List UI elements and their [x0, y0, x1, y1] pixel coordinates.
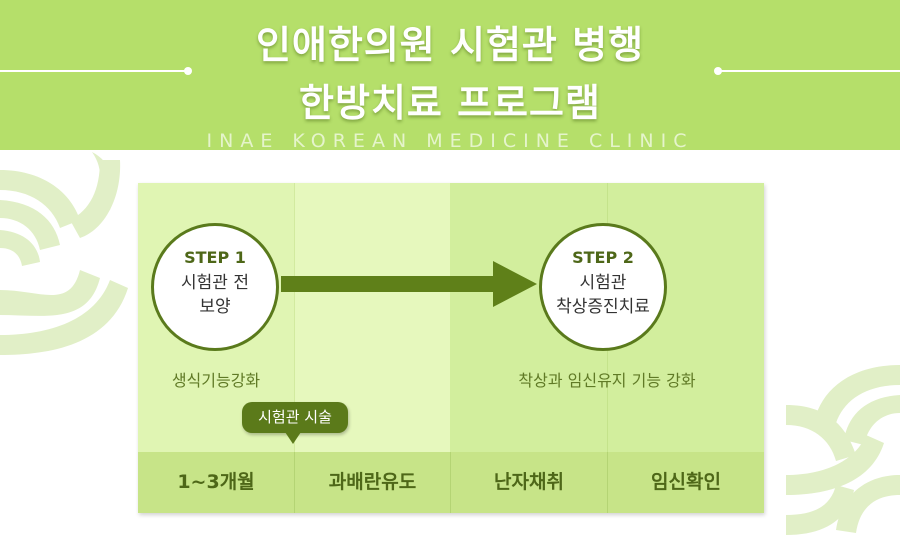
step-2-text-line2: 착상증진치료: [556, 297, 650, 317]
procedure-tooltip: 시험관 시술: [242, 402, 348, 433]
header-banner: 인애한의원 시험관 병행 한방치료 프로그램 INAE KOREAN MEDIC…: [0, 0, 900, 150]
clinic-subtitle: INAE KOREAN MEDICINE CLINIC: [206, 130, 694, 150]
step-1-circle: STEP 1 시험관 전 보양: [151, 223, 279, 351]
swirl-decoration-left: [0, 152, 128, 355]
step-1-label: STEP 1: [184, 248, 246, 267]
timeline-cell-3: 난자채취: [450, 452, 607, 513]
swirl-decoration-right: [786, 365, 900, 535]
page-title-line2: 한방치료 프로그램: [299, 81, 601, 125]
header-rule-left: [0, 70, 188, 72]
step-1-text-line2: 보양: [199, 297, 231, 317]
header-rule-dot-left: [184, 67, 192, 75]
step-2-text-line1: 시험관: [579, 273, 627, 293]
step-1-caption: 생식기능강화: [171, 371, 261, 390]
procedure-tooltip-tail: [285, 432, 301, 444]
treatment-program-panel: STEP 1 시험관 전 보양 STEP 2 시험관 착상증진치료 생식기능강화…: [138, 183, 764, 513]
page-title-line1: 인애한의원 시험관 병행: [255, 23, 645, 67]
timeline-cell-1: 1~3개월: [177, 471, 255, 493]
step-2-label: STEP 2: [572, 248, 634, 267]
header-rule-dot-right: [714, 67, 722, 75]
header-rule-right: [718, 70, 900, 72]
timeline-cell-2: 과배란유도: [294, 452, 450, 513]
timeline-cell-4: 임신확인: [607, 452, 764, 513]
timeline-row: 1~3개월 과배란유도 난자채취 임신확인: [138, 452, 764, 513]
step-2-circle: STEP 2 시험관 착상증진치료: [539, 223, 667, 351]
progress-arrow: [281, 261, 537, 307]
step-2-caption: 착상과 임신유지 기능 강화: [518, 371, 696, 390]
step-1-text-line1: 시험관 전: [181, 273, 249, 293]
